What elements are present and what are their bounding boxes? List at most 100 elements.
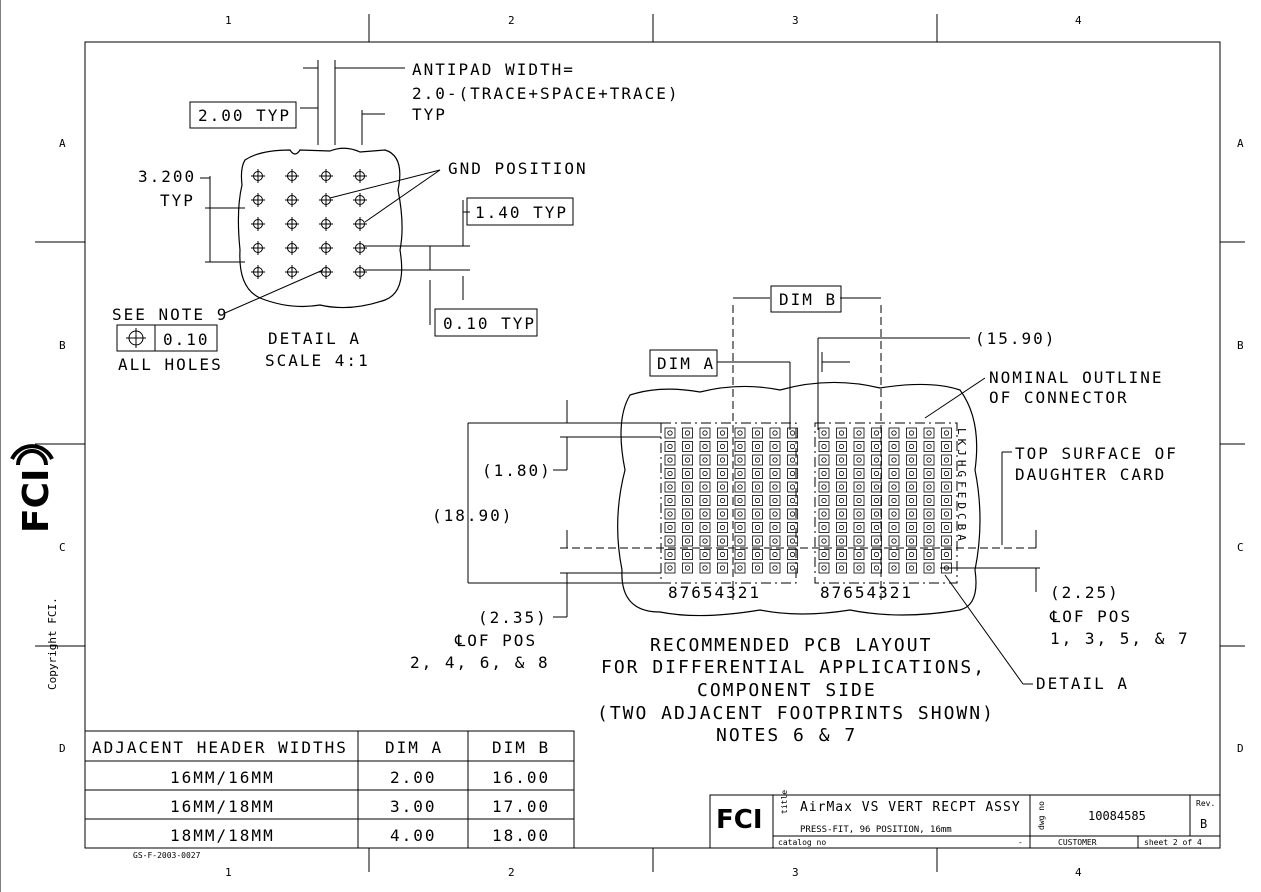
pcb-pad bbox=[769, 427, 781, 439]
pcb-pad bbox=[717, 454, 728, 466]
pcb-pad bbox=[818, 508, 830, 520]
pcb-pad bbox=[682, 481, 693, 493]
pcb-pad bbox=[664, 441, 676, 452]
zone-row-a-right: A bbox=[1237, 137, 1244, 150]
pcb-caption-2: FOR DIFFERENTIAL APPLICATIONS, bbox=[601, 657, 986, 678]
title-block: FCI title AirMax VS VERT RECPT ASSY PRES… bbox=[709, 790, 1221, 849]
table-cell: 17.00 bbox=[492, 797, 550, 816]
pcb-pad bbox=[923, 495, 935, 506]
pcb-pad bbox=[734, 427, 746, 439]
pcb-pad bbox=[836, 454, 847, 466]
pcb-pad bbox=[699, 508, 711, 520]
dim-1-80: (1.80) bbox=[482, 461, 552, 480]
pcb-pad bbox=[836, 522, 847, 533]
pcb-pad bbox=[787, 441, 798, 452]
pcb-pad bbox=[664, 522, 676, 533]
zone-row-c-right: C bbox=[1237, 541, 1244, 554]
detail-a-holes bbox=[251, 169, 367, 279]
pcb-pad bbox=[888, 549, 900, 560]
dim-18-90: (18.90) bbox=[432, 506, 513, 525]
pcb-pad bbox=[836, 441, 847, 452]
pcb-pad bbox=[734, 535, 746, 547]
pcb-pad bbox=[941, 441, 952, 452]
table-cell: 16.00 bbox=[492, 768, 550, 787]
pcb-caption-3: COMPONENT SIDE bbox=[697, 680, 877, 701]
pcb-pad bbox=[871, 522, 882, 533]
pcb-pad bbox=[923, 481, 935, 493]
via-hole bbox=[251, 217, 265, 231]
pcb-pad bbox=[769, 495, 781, 506]
pcb-pad bbox=[734, 481, 746, 493]
pcb-pad bbox=[752, 495, 763, 506]
pcb-pad bbox=[853, 562, 865, 574]
pcb-pad bbox=[923, 508, 935, 520]
pcb-pad bbox=[664, 535, 676, 547]
pcb-pad bbox=[888, 441, 900, 452]
fci-logo-side-text: FCI bbox=[16, 469, 57, 533]
zone-row-b-right: B bbox=[1237, 339, 1244, 352]
pcb-pad bbox=[853, 454, 865, 466]
pcb-pad bbox=[682, 427, 693, 439]
pcb-pad bbox=[699, 441, 711, 452]
zone-row-a-left: A bbox=[59, 137, 66, 150]
via-hole bbox=[319, 241, 333, 255]
pcb-pad bbox=[699, 427, 711, 439]
pcb-pad bbox=[734, 468, 746, 479]
pcb-pad bbox=[769, 441, 781, 452]
pcb-pad bbox=[699, 468, 711, 479]
pcb-pad bbox=[734, 454, 746, 466]
pcb-pad bbox=[853, 522, 865, 533]
top-surface-label-1: TOP SURFACE OF bbox=[1015, 444, 1178, 463]
pcb-pad bbox=[888, 535, 900, 547]
pcb-pad bbox=[717, 427, 728, 439]
pcb-pad bbox=[717, 549, 728, 560]
pcb-pad bbox=[752, 549, 763, 560]
pcb-pad bbox=[906, 522, 917, 533]
pcb-pad bbox=[853, 441, 865, 452]
zone-col-4-bottom: 4 bbox=[1075, 866, 1082, 879]
pcb-pad bbox=[906, 495, 917, 506]
pcb-pad bbox=[923, 441, 935, 452]
pcb-pad bbox=[906, 481, 917, 493]
dim-3-200-typ: TYP bbox=[160, 191, 195, 210]
via-hole bbox=[353, 193, 367, 207]
via-hole bbox=[251, 193, 265, 207]
cl-of-pos-left: ℄OF POS bbox=[454, 631, 537, 650]
pcb-pad bbox=[836, 508, 847, 520]
pcb-pad bbox=[923, 562, 935, 574]
pcb-pad bbox=[787, 427, 798, 439]
drawing-number: 10084585 bbox=[1088, 809, 1146, 823]
pcb-pad bbox=[682, 535, 693, 547]
pcb-pad bbox=[769, 522, 781, 533]
pcb-pad bbox=[906, 508, 917, 520]
table-header-dim-a: DIM A bbox=[385, 738, 443, 757]
pcb-pad bbox=[871, 468, 882, 479]
pcb-pad bbox=[888, 522, 900, 533]
pcb-pad bbox=[906, 468, 917, 479]
daughter-card-breakout bbox=[617, 381, 981, 617]
zone-row-d-right: D bbox=[1237, 742, 1244, 755]
pcb-pad bbox=[717, 535, 728, 547]
pcb-pad bbox=[752, 468, 763, 479]
table-cell: 16MM/18MM bbox=[170, 797, 275, 816]
pcb-pad bbox=[699, 562, 711, 574]
detail-a-callout: DETAIL A bbox=[1036, 674, 1129, 693]
form-number: GS-F-2003-0027 bbox=[133, 851, 201, 860]
table-cell: 16MM/16MM bbox=[170, 768, 275, 787]
pcb-pad bbox=[923, 549, 935, 560]
zone-row-c-left: C bbox=[59, 541, 66, 554]
via-hole bbox=[251, 169, 265, 183]
pcb-pad bbox=[752, 481, 763, 493]
pcb-pad bbox=[717, 441, 728, 452]
connector-outline-right bbox=[814, 422, 958, 584]
pcb-pad bbox=[752, 508, 763, 520]
pcb-pad bbox=[717, 495, 728, 506]
tolerance-value: 0.10 bbox=[163, 330, 210, 349]
drawing-title: AirMax VS VERT RECPT ASSY bbox=[800, 800, 1021, 815]
pcb-pad bbox=[836, 495, 847, 506]
pcb-pad bbox=[682, 549, 693, 560]
pcb-pad bbox=[888, 495, 900, 506]
via-hole bbox=[353, 169, 367, 183]
pcb-pad bbox=[699, 535, 711, 547]
header-widths-table: ADJACENT HEADER WIDTHS DIM A DIM B 16MM/… bbox=[84, 730, 575, 849]
